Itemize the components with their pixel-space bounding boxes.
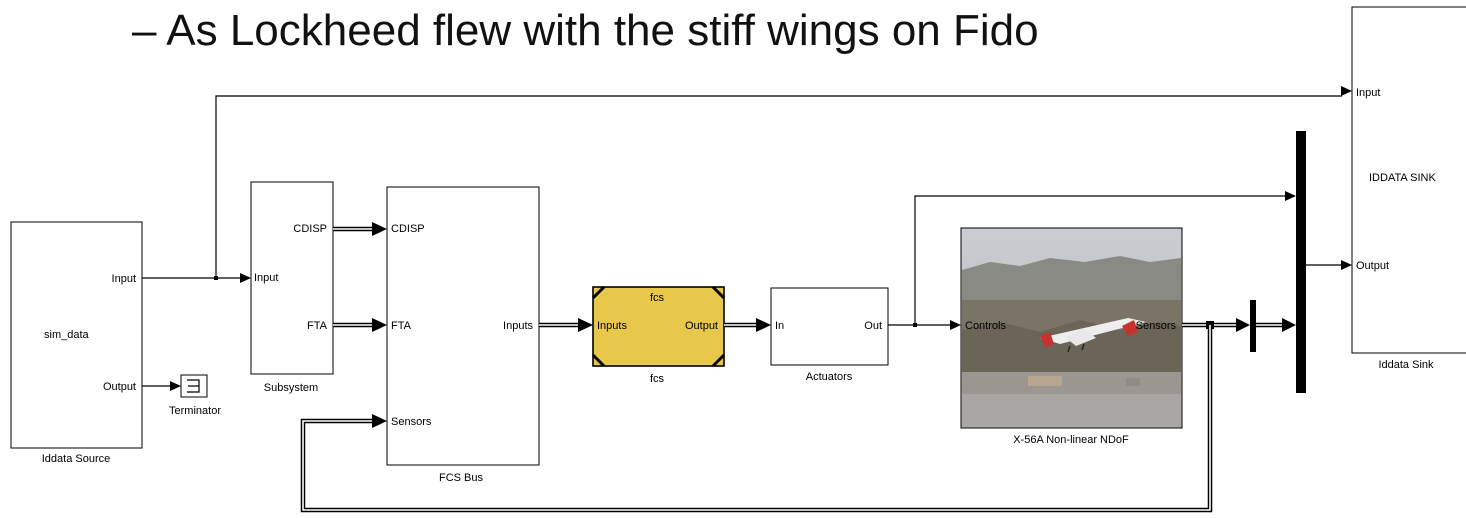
fcs-output-port: Output — [685, 320, 718, 332]
fcs-inputs-port: Inputs — [597, 320, 627, 332]
x56a-block[interactable]: Controls Sensors X-56A Non-linear NDoF — [960, 227, 1183, 446]
fcs-name: fcs — [650, 373, 665, 385]
signal-lines — [142, 86, 1352, 513]
actuators-out-port: Out — [864, 320, 882, 332]
bus-selector-bar[interactable] — [1250, 300, 1256, 352]
x56a-controls-port: Controls — [965, 320, 1006, 332]
terminator-icon — [187, 379, 200, 393]
subsystem-fta-port: FTA — [307, 320, 328, 332]
fcs-bus-fta-port: FTA — [391, 320, 412, 332]
bus-creator-bar[interactable] — [1296, 131, 1306, 393]
terminator-block[interactable]: Terminator — [169, 374, 221, 417]
iddata-sink-output-port: Output — [1356, 260, 1389, 272]
iddata-source-name: Iddata Source — [42, 453, 111, 465]
slide-heading: – As Lockheed flew with the stiff wings … — [132, 6, 1039, 55]
actuators-block[interactable]: In Out Actuators — [770, 287, 889, 383]
terminator-name: Terminator — [169, 405, 221, 417]
fcs-bus-name: FCS Bus — [439, 472, 484, 484]
iddata-sink-name: Iddata Sink — [1378, 359, 1434, 371]
actuators-in-port: In — [775, 320, 784, 332]
subsystem-block[interactable]: Input CDISP FTA Subsystem — [250, 181, 334, 394]
fcs-corner-marks — [591, 285, 726, 368]
subsystem-cdisp-port: CDISP — [293, 223, 327, 235]
subsystem-name: Subsystem — [264, 382, 318, 394]
fcs-bus-sensors-port: Sensors — [391, 416, 432, 428]
iddata-source-block[interactable]: sim_data Input Output Iddata Source — [10, 221, 143, 465]
fcs-bus-cdisp-port: CDISP — [391, 223, 425, 235]
x56a-sensors-port: Sensors — [1136, 320, 1177, 332]
fcs-title: fcs — [650, 292, 665, 304]
fcs-bus-block[interactable]: CDISP FTA Sensors Inputs FCS Bus — [386, 186, 540, 484]
x56a-photo — [962, 256, 1181, 427]
iddata-sink-input-port: Input — [1356, 87, 1380, 99]
iddata-sink-block[interactable]: Input IDDATA SINK Output Iddata Sink — [1351, 6, 1466, 371]
fcs-block[interactable]: fcs Inputs Output fcs — [591, 285, 726, 385]
iddata-source-input-port: Input — [112, 273, 136, 285]
actuators-name: Actuators — [806, 371, 853, 383]
x56a-name: X-56A Non-linear NDoF — [1013, 434, 1129, 446]
iddata-sink-body-label: IDDATA SINK — [1369, 172, 1436, 184]
iddata-source-body-label: sim_data — [44, 329, 90, 341]
fcs-bus-inputs-port: Inputs — [503, 320, 533, 332]
subsystem-input-port: Input — [254, 272, 278, 284]
iddata-source-output-port: Output — [103, 381, 136, 393]
